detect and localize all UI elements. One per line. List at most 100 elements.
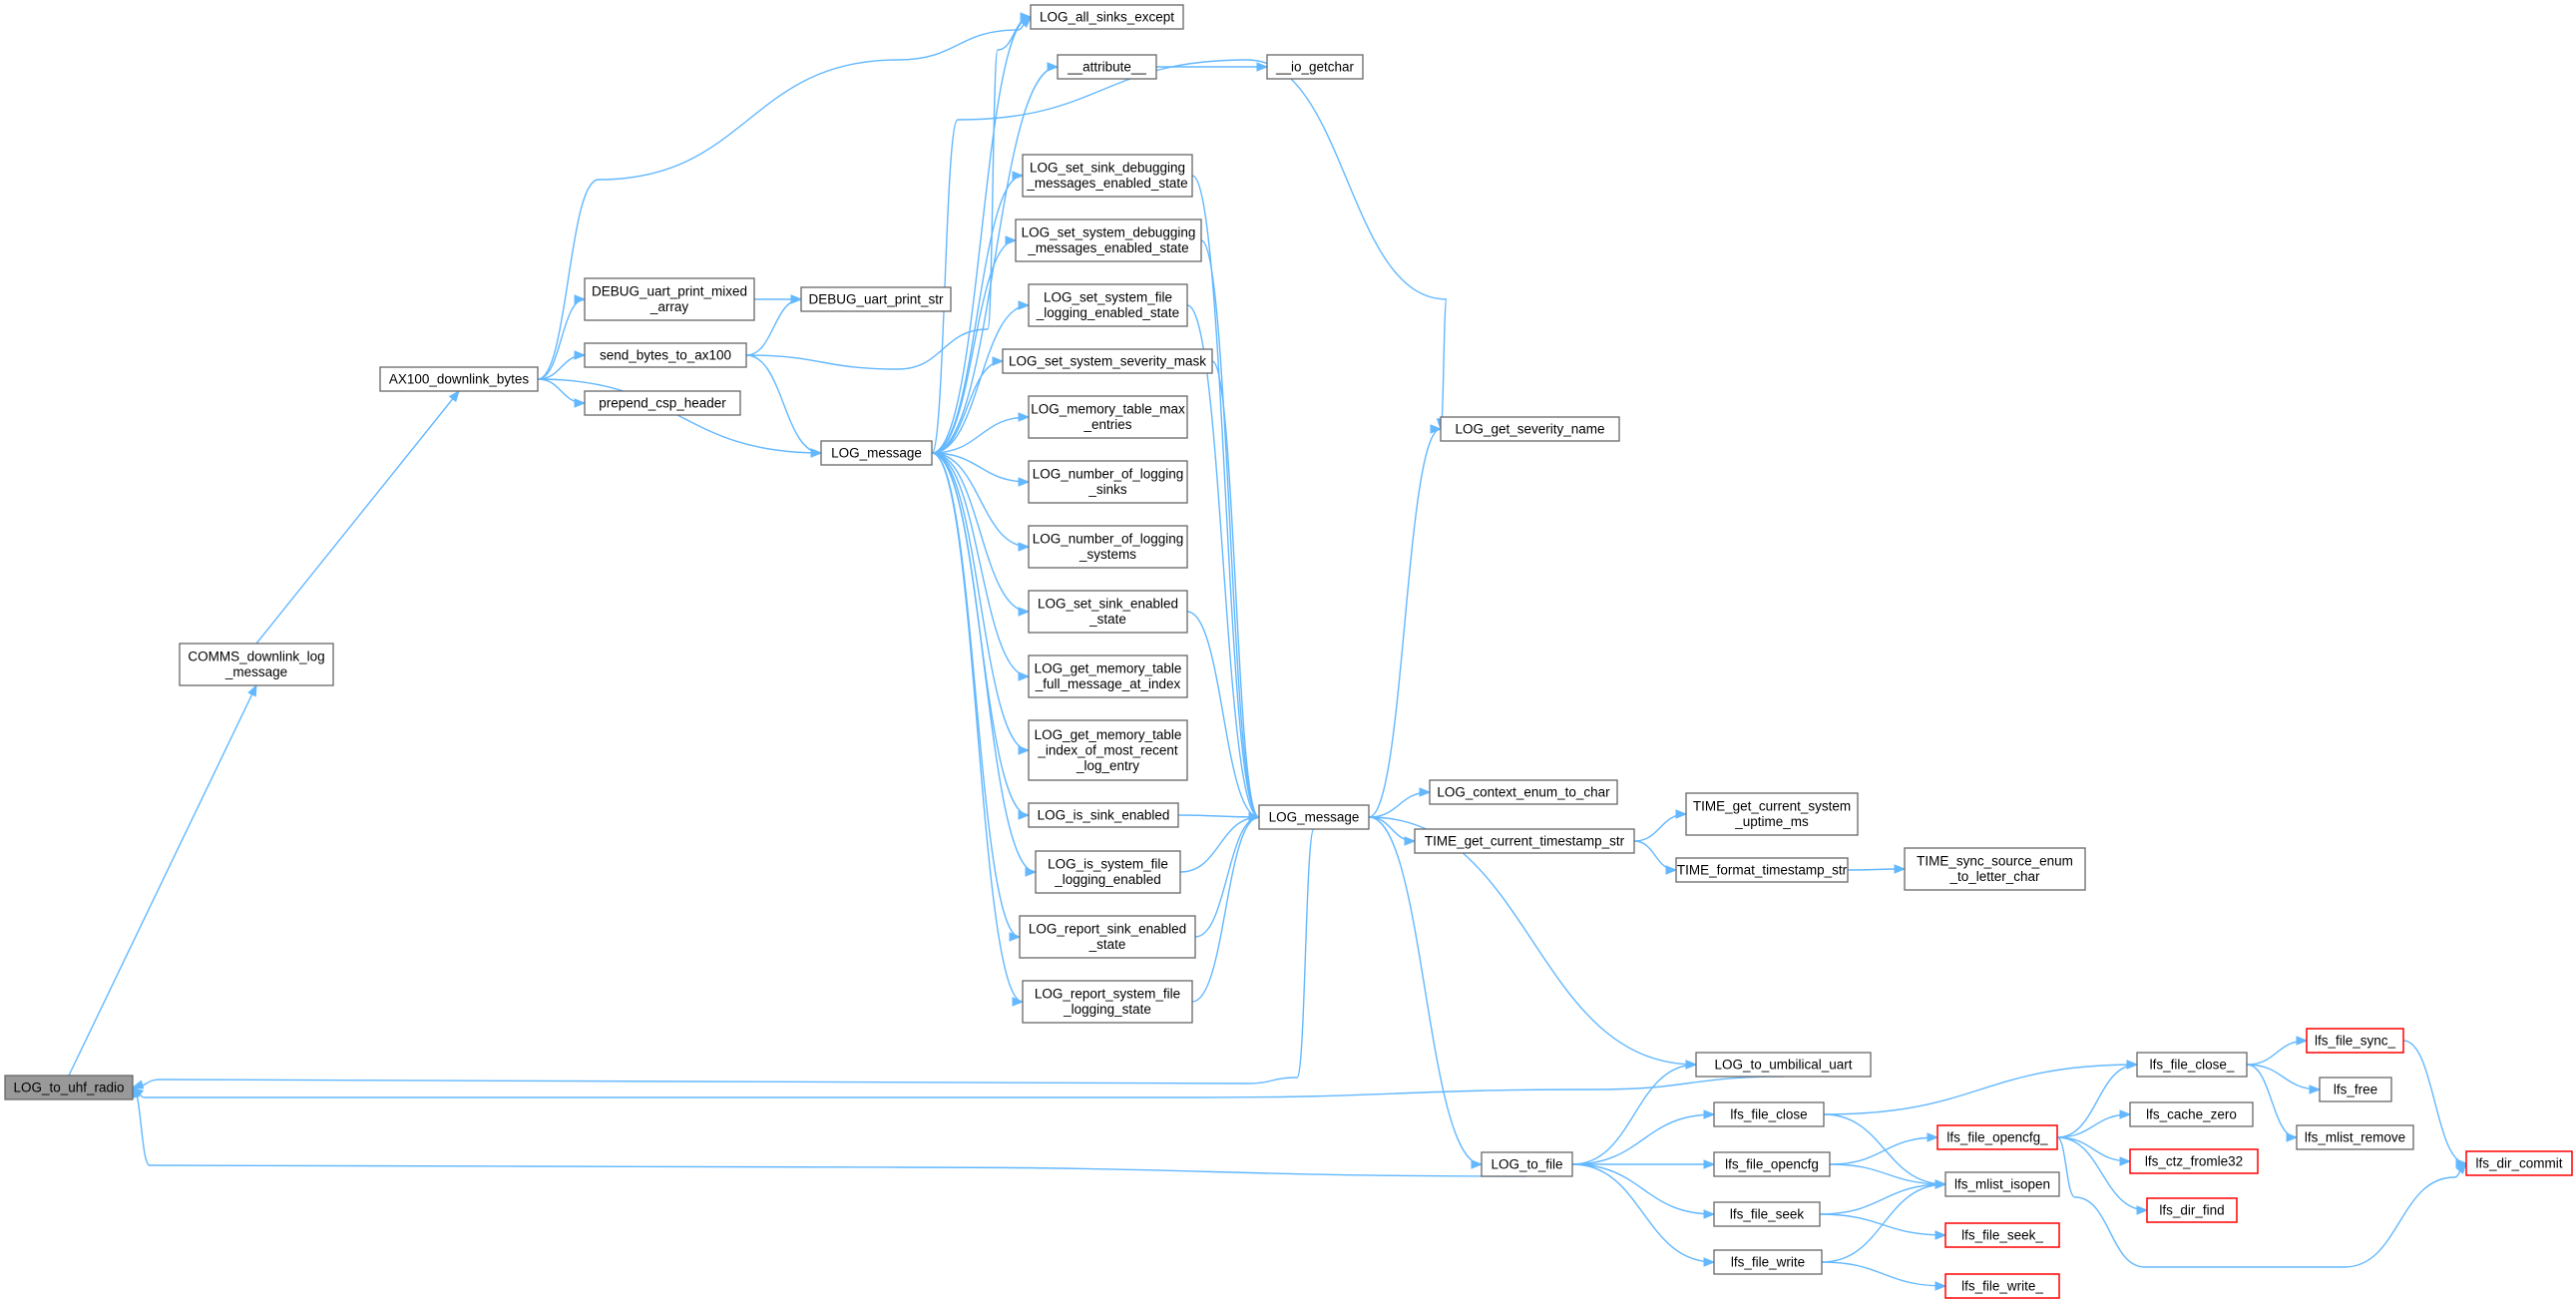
node-box xyxy=(1685,792,1859,836)
node-lfs-file-close[interactable]: lfs_file_close xyxy=(1713,1101,1825,1127)
node-time-format-timestamp-str[interactable]: TIME_format_timestamp_str xyxy=(1675,857,1849,883)
edge-arrowhead xyxy=(810,448,823,458)
edge-arrowhead xyxy=(1018,810,1031,820)
edge-line xyxy=(1823,1113,1946,1185)
node-lfs-mlist-isopen[interactable]: lfs_mlist_isopen xyxy=(1944,1171,2060,1197)
edge-logmsg2-to-tofile xyxy=(1368,816,1484,1169)
node-lfs-mlist-remove[interactable]: lfs_mlist_remove xyxy=(2296,1124,2414,1150)
node-lfs-file-seek[interactable]: lfs_file_seek xyxy=(1713,1201,1821,1227)
node-lfs-file-sync[interactable]: lfs_file_sync_ xyxy=(2306,1028,2404,1054)
node-time-get-current-system-uptime-ms[interactable]: TIME_get_current_system_uptime_ms xyxy=(1685,792,1859,836)
node-lfs-file-opencfg[interactable]: lfs_file_opencfg_ xyxy=(1936,1124,2058,1150)
node-log-to-umbilical-uart[interactable]: LOG_to_umbilical_uart xyxy=(1695,1052,1872,1078)
node-lfs-dir-find[interactable]: lfs_dir_find xyxy=(2146,1197,2238,1223)
node-log-message[interactable]: LOG_message xyxy=(1258,804,1370,830)
node-lfs-ctz-fromle32[interactable]: lfs_ctz_fromle32 xyxy=(2129,1148,2259,1174)
node-lfs-file-write[interactable]: lfs_file_write_ xyxy=(1944,1273,2060,1299)
node-log-number-of-logging-sinks[interactable]: LOG_number_of_logging_sinks xyxy=(1028,460,1188,504)
node-label: _state xyxy=(1088,612,1126,627)
node-label: lfs_file_opencfg xyxy=(1725,1156,1819,1171)
node-lfs-free[interactable]: lfs_free xyxy=(2319,1077,2392,1102)
node-log-get-severity-name[interactable]: LOG_get_severity_name xyxy=(1440,416,1620,442)
node-send-bytes-to-ax100[interactable]: send_bytes_to_ax100 xyxy=(584,342,747,368)
edge-line xyxy=(931,416,1030,454)
edge-line xyxy=(931,175,1024,454)
edge-line xyxy=(931,452,1037,873)
node-log-all-sinks-except[interactable]: LOG_all_sinks_except xyxy=(1030,4,1184,30)
node-time-get-current-timestamp-str[interactable]: TIME_get_current_timestamp_str xyxy=(1414,828,1635,854)
edge-line xyxy=(132,1087,1527,1177)
node-lfs-file-write[interactable]: lfs_file_write xyxy=(1713,1249,1823,1275)
edge-fopencfg_-to-dircommit xyxy=(2056,1136,2467,1268)
node-attribute[interactable]: __attribute__ xyxy=(1057,54,1157,80)
node-log-is-sink-enabled[interactable]: LOG_is_sink_enabled xyxy=(1028,802,1179,828)
edge-line xyxy=(1186,611,1260,818)
node-comms-downlink-log-message[interactable]: COMMS_downlink_log_message xyxy=(179,643,334,686)
node-label: LOG_set_sink_debugging xyxy=(1030,161,1185,176)
node-log-set-sink-debugging-messages-enabled-state[interactable]: LOG_set_sink_debugging_messages_enabled_… xyxy=(1022,154,1193,198)
node-label: LOG_get_memory_table xyxy=(1035,727,1182,742)
node-log-report-sink-enabled-state[interactable]: LOG_report_sink_enabled_state xyxy=(1019,915,1196,959)
node-log-to-file[interactable]: LOG_to_file xyxy=(1481,1151,1573,1177)
node-io-getchar[interactable]: __io_getchar xyxy=(1266,54,1364,80)
edge-logmsg1-to-repsysfile xyxy=(931,452,1025,1007)
edge-logmsg2-to-sevname xyxy=(1368,424,1443,818)
node-log-set-system-severity-mask[interactable]: LOG_set_system_severity_mask xyxy=(1002,348,1213,374)
node-label: __io_getchar xyxy=(1275,59,1355,74)
node-ax100-downlink-bytes[interactable]: AX100_downlink_bytes xyxy=(379,366,539,392)
node-time-sync-source-enum-to-letter-char[interactable]: TIME_sync_source_enum_to_letter_char xyxy=(1904,847,2086,891)
node-box xyxy=(4,1075,134,1100)
node-lfs-cache-zero[interactable]: lfs_cache_zero xyxy=(2129,1101,2254,1127)
node-log-set-system-debugging-messages-enabled-state[interactable]: LOG_set_system_debugging_messages_enable… xyxy=(1015,218,1202,262)
edge-fopencfg-to-fopencfg_ xyxy=(1829,1132,1939,1165)
edge-arrowhead xyxy=(1934,1230,1947,1240)
edge-line xyxy=(745,354,822,454)
node-log-get-memory-table-index-of-most-recent-log-entry[interactable]: LOG_get_memory_table_index_of_most_recen… xyxy=(1028,719,1188,781)
node-lfs-file-opencfg[interactable]: lfs_file_opencfg xyxy=(1713,1151,1831,1177)
edge-line xyxy=(931,452,1030,613)
node-label: LOG_get_memory_table xyxy=(1035,661,1182,676)
node-lfs-dir-commit[interactable]: lfs_dir_commit xyxy=(2465,1150,2573,1176)
node-log-report-system-file-logging-state[interactable]: LOG_report_system_file_logging_state xyxy=(1022,980,1193,1024)
edge-logmsg2-to-uhf xyxy=(131,828,1315,1089)
edge-arrowhead xyxy=(1703,1209,1716,1219)
edge-arrowhead xyxy=(1934,1281,1947,1291)
node-label: LOG_to_umbilical_uart xyxy=(1714,1057,1852,1072)
edge-arrowhead xyxy=(1018,300,1031,310)
node-label: TIME_get_current_system xyxy=(1693,799,1851,814)
edge-logmsg1-to-repsink xyxy=(931,452,1022,942)
edge-fseek-to-mlistopen xyxy=(1819,1179,1947,1215)
node-log-to-uhf-radio[interactable]: LOG_to_uhf_radio xyxy=(4,1075,134,1100)
node-box xyxy=(1944,1171,2060,1197)
node-log-context-enum-to-char[interactable]: LOG_context_enum_to_char xyxy=(1429,779,1618,805)
edge-line xyxy=(931,59,1448,454)
node-log-is-system-file-logging-enabled[interactable]: LOG_is_system_file_logging_enabled xyxy=(1035,850,1181,894)
node-log-number-of-logging-systems[interactable]: LOG_number_of_logging_systems xyxy=(1028,525,1188,569)
node-log-set-sink-enabled-state[interactable]: LOG_set_sink_enabled_state xyxy=(1028,590,1188,634)
node-log-memory-table-max-entries[interactable]: LOG_memory_table_max_entries xyxy=(1028,395,1188,439)
node-label: LOG_message xyxy=(831,445,922,460)
edge-line xyxy=(1368,816,1483,1165)
node-debug-uart-print-mixed-array[interactable]: DEBUG_uart_print_mixed_array xyxy=(584,277,755,321)
node-log-get-memory-table-full-message-at-index[interactable]: LOG_get_memory_table_full_message_at_ind… xyxy=(1028,654,1188,698)
edge-tofile-to-fwrite xyxy=(1571,1163,1716,1267)
node-lfs-file-close[interactable]: lfs_file_close_ xyxy=(2136,1052,2248,1078)
edge-arrowhead xyxy=(2455,1161,2467,1175)
node-label: __attribute__ xyxy=(1067,59,1146,74)
edge-comms-to-ax100 xyxy=(255,389,460,645)
node-prepend-csp-header[interactable]: prepend_csp_header xyxy=(584,390,741,416)
edge-arrowhead xyxy=(1665,865,1678,875)
node-label: lfs_free xyxy=(2334,1082,2377,1096)
node-debug-uart-print-str[interactable]: DEBUG_uart_print_str xyxy=(800,286,952,312)
node-lfs-file-seek[interactable]: lfs_file_seek_ xyxy=(1944,1222,2060,1248)
node-box xyxy=(1429,779,1618,805)
edge-fclose_-to-free xyxy=(2246,1064,2322,1094)
edge-line xyxy=(2246,1064,2321,1090)
edge-line xyxy=(1191,816,1260,1003)
node-log-message[interactable]: LOG_message xyxy=(820,440,933,466)
node-label: _messages_enabled_state xyxy=(1026,176,1187,191)
edge-line xyxy=(2056,1136,2467,1268)
node-log-set-system-file-logging-enabled-state[interactable]: LOG_set_system_file_logging_enabled_stat… xyxy=(1028,283,1188,327)
edge-line xyxy=(132,828,1315,1088)
edge-tofile-to-umbil xyxy=(1571,1060,1698,1165)
